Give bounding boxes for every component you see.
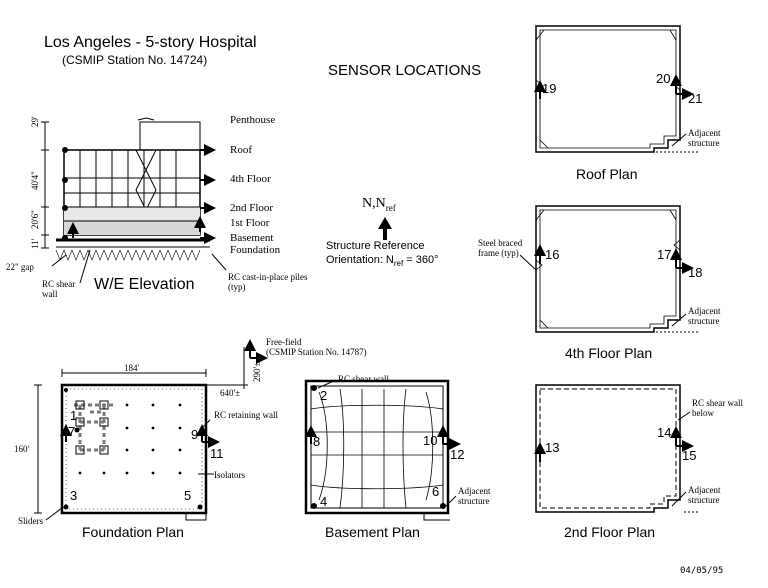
second-adjacent-label: Adjacent structure (688, 485, 721, 505)
retaining-wall-label: RC retaining wall (214, 410, 278, 420)
shear-wall-label: RC shear wall (42, 279, 76, 299)
sensor-18: 18 (688, 265, 703, 280)
sensor-9: 9 (191, 427, 199, 442)
sensor-20: 20 (656, 71, 671, 86)
gap-label: 22" gap (6, 262, 34, 272)
sensor-12: 12 (450, 447, 465, 462)
sensor-16: 16 (545, 247, 560, 262)
dim-20-6: 20'6" (30, 210, 40, 229)
roof-adjacent-label: Adjacent structure (688, 128, 721, 148)
sensor-8: 8 (313, 434, 321, 449)
basement-adjacent-label: Adjacent structure (458, 486, 491, 506)
drawing-date: 04/05/95 (680, 566, 724, 576)
sensor-1: 1 (70, 408, 78, 423)
sensor-5: 5 (184, 488, 192, 503)
sensor-4: 4 (320, 494, 328, 509)
second-floor-plan-title: 2nd Floor Plan (564, 524, 656, 540)
structure-reference-line1: Structure Reference (326, 240, 425, 252)
fourth-adjacent-label: Adjacent structure (688, 306, 721, 326)
fourth-floor-plan-drawing (519, 205, 700, 333)
elevation-drawing (41, 117, 227, 284)
page-title: Los Angeles - 5-story Hospital (44, 34, 257, 51)
sensor-19: 19 (542, 81, 557, 96)
north-reference-label: N,Nref (362, 196, 396, 213)
sensor-15: 15 (682, 448, 697, 463)
floor-label-2nd: 2nd Floor (230, 202, 274, 214)
sensor-10: 10 (423, 433, 438, 448)
basement-plan-drawing (304, 379, 461, 521)
foundation-plan-drawing (34, 339, 268, 521)
foundation-width-dim: 184' (124, 363, 140, 373)
floor-label-foundation: Foundation (230, 244, 281, 256)
elevation-title: W/E Elevation (94, 276, 195, 293)
sensor-11: 11 (210, 446, 224, 461)
dim-40-4: 40'4" (30, 171, 40, 190)
north-arrow (378, 217, 392, 240)
foundation-height-dim: 160' (14, 444, 30, 454)
distance-640: 640'± (220, 388, 241, 398)
sensor-3: 3 (70, 488, 78, 503)
sensor-7: 7 (68, 424, 76, 439)
sensor-6: 6 (432, 484, 440, 499)
freefield-station: (CSMIP Station No. 14787) (266, 347, 367, 357)
sliders-label: Sliders (18, 516, 44, 526)
sensor-14: 14 (657, 425, 672, 440)
sensor-2: 2 (320, 388, 328, 403)
floor-label-1st: 1st Floor (230, 217, 270, 229)
dim-29: 29' (30, 116, 40, 127)
station-number: (CSMIP Station No. 14724) (62, 53, 208, 67)
basement-shear-label: RC shear wall (338, 374, 389, 384)
second-floor-plan-drawing (534, 384, 700, 513)
floor-label-roof: Roof (230, 144, 252, 156)
isolators-label: Isolators (214, 470, 245, 480)
roof-plan-title: Roof Plan (576, 166, 638, 182)
sensor-13: 13 (545, 440, 560, 455)
freefield-label: Free-field (266, 337, 302, 347)
distance-290: 290'± (252, 361, 262, 382)
basement-plan-title: Basement Plan (325, 524, 420, 540)
sensor-21: 21 (688, 91, 703, 106)
floor-label-basement: Basement (230, 232, 274, 244)
piles-label: RC cast-in-place piles (typ) (228, 272, 308, 292)
floor-label-4th: 4th Floor (230, 173, 271, 185)
steel-braced-label: Steel braced frame (typ) (478, 238, 523, 258)
structure-reference-line2: Orientation: Nref = 360° (326, 254, 439, 269)
floor-label-penthouse: Penthouse (230, 114, 276, 126)
sensor-locations-heading: SENSOR LOCATIONS (328, 62, 482, 79)
second-shear-label: RC shear wall below (692, 398, 743, 418)
foundation-plan-title: Foundation Plan (82, 524, 184, 540)
roof-plan-drawing (534, 25, 700, 153)
sensor-17: 17 (657, 247, 672, 262)
dim-11: 11' (30, 238, 40, 249)
fourth-floor-plan-title: 4th Floor Plan (565, 345, 653, 361)
